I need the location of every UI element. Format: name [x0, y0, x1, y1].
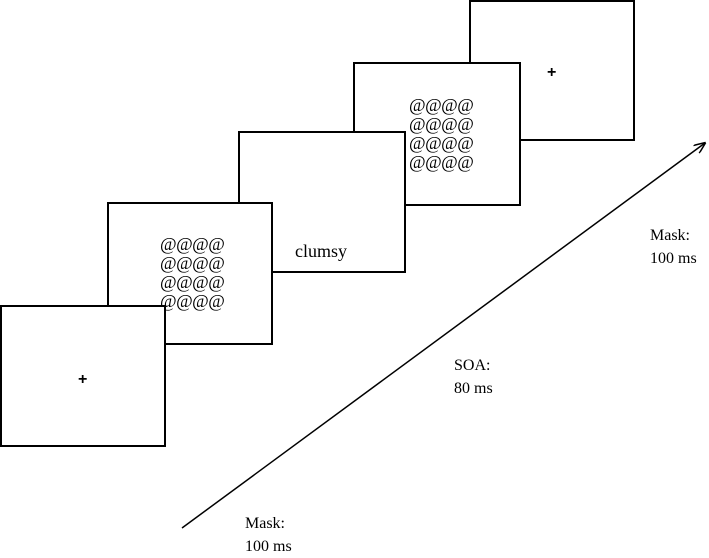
label-soa-title: SOA:	[454, 357, 491, 374]
label-mask-bottom-duration: 100 ms	[245, 538, 292, 555]
mask-row: @@@@	[160, 272, 225, 292]
label-mask-bottom-title: Mask:	[245, 515, 285, 532]
label-mask-right-duration: 100 ms	[650, 250, 697, 267]
mask-row: @@@@	[409, 152, 474, 172]
label-mask-right-title: Mask:	[650, 227, 690, 244]
label-mask-right: Mask: 100 ms	[650, 224, 697, 270]
time-arrow-line	[181, 143, 705, 529]
frame-fixation-initial: +	[0, 305, 166, 447]
mask-row: @@@@	[409, 133, 474, 153]
target-word: clumsy	[295, 241, 347, 261]
mask-row: @@@@	[409, 95, 474, 115]
fixation-cross: +	[547, 64, 557, 81]
mask-row: @@@@	[160, 234, 225, 254]
mask-row: @@@@	[160, 253, 225, 273]
label-soa-duration: 80 ms	[454, 380, 493, 397]
fixation-cross: +	[78, 371, 88, 388]
mask-pattern: @@@@@@@@@@@@@@@@	[160, 234, 225, 311]
mask-row: @@@@	[160, 291, 225, 311]
label-soa: SOA: 80 ms	[454, 354, 493, 400]
mask-row: @@@@	[409, 114, 474, 134]
mask-pattern: @@@@@@@@@@@@@@@@	[409, 95, 474, 172]
label-mask-bottom: Mask: 100 ms	[245, 512, 292, 558]
